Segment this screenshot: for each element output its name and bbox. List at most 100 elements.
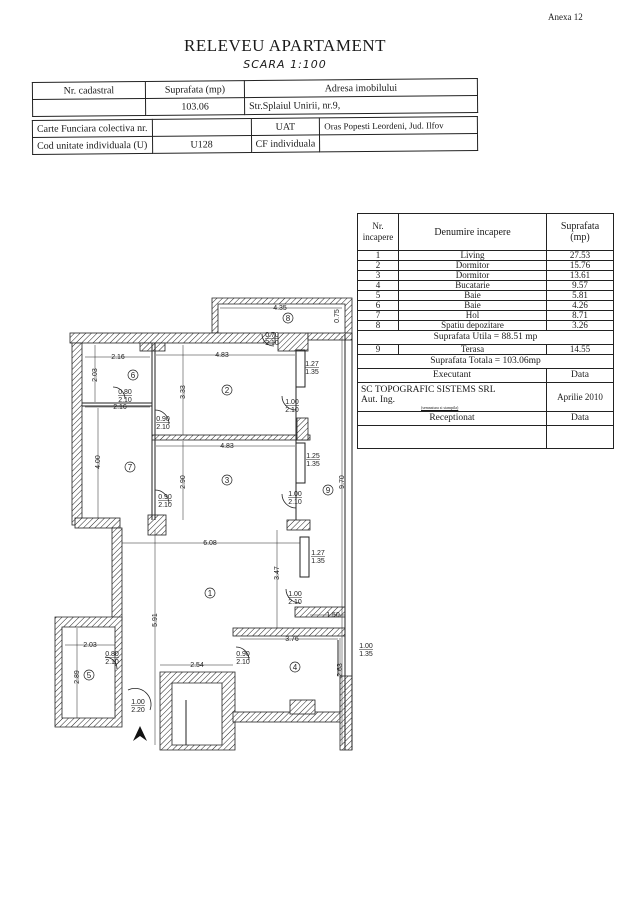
room-number-marker: 3	[221, 474, 233, 486]
room-number-marker: 2	[221, 384, 233, 396]
room-number: 7	[128, 463, 133, 472]
page-title: RELEVEU APARTAMENT	[184, 36, 386, 55]
room-numbers: 1 2 3 4 5 6 7 8 9	[83, 312, 334, 681]
walls	[54, 297, 353, 751]
room-circle	[221, 384, 233, 396]
opening-height: 1.35	[305, 369, 319, 376]
opening-height: 1.35	[311, 558, 325, 565]
room-number-marker: 9	[322, 484, 334, 496]
opening-width: 1.00	[359, 643, 373, 650]
north-arrow-icon	[133, 726, 147, 741]
opening-height: 2.10	[105, 659, 119, 666]
dim-label: 2.03	[92, 368, 99, 382]
room-number: 1	[208, 589, 213, 598]
room-circle	[83, 669, 95, 681]
room-number: 4	[293, 663, 298, 672]
opening-height: 2.10	[158, 502, 172, 509]
opening-width: 0.90	[156, 416, 170, 423]
opening-label: 0.902.10	[156, 416, 170, 431]
opening-label: 0.902.10	[236, 651, 250, 666]
opening-height: 2.10	[288, 499, 302, 506]
dim-label: 3.47	[274, 566, 281, 580]
opening-width: 1.27	[305, 361, 319, 368]
dimension-lines	[65, 307, 345, 745]
opening-height: 1.35	[306, 461, 320, 468]
opening-label: 1.002.20	[131, 699, 145, 714]
opening-label: 1.002.10	[288, 591, 302, 606]
opening-width: 1.27	[311, 550, 325, 557]
dim-label: 5.91	[152, 613, 159, 627]
opening-width: 0.80	[118, 389, 132, 396]
dimension-labels: 4.35 0.75 2.16 4.83 2.03 3.33 2.16 4.83 …	[74, 305, 346, 684]
dim-label: 4.83	[215, 352, 229, 359]
dim-label: 1.50	[326, 612, 340, 619]
room-circle	[124, 461, 136, 473]
opening-width: 0.90	[236, 651, 250, 658]
executant-cell: SC TOPOGRAFIC SISTEMS SRL Aut. Ing. (sem…	[357, 382, 547, 412]
room-number: 6	[131, 371, 136, 380]
opening-label: 0.702.10	[265, 332, 279, 347]
scale-label: SCARA 1:100	[243, 58, 327, 71]
opening-height: 2.10	[236, 659, 250, 666]
opening-width: 1.00	[285, 399, 299, 406]
opening-label: 1.271.35	[311, 550, 325, 565]
opening-width: 0.80	[105, 651, 119, 658]
room-circle	[204, 587, 216, 599]
dim-label: 0.75	[334, 309, 341, 323]
room-number-marker: 8	[282, 312, 294, 324]
room-number-marker: 5	[83, 669, 95, 681]
room-number: 5	[87, 671, 92, 680]
room-circle	[289, 661, 301, 673]
room-circle	[221, 474, 233, 486]
dim-label: 9.70	[339, 475, 346, 489]
room-number-marker: 1	[204, 587, 216, 599]
dim-label: 2.89	[74, 670, 81, 684]
dim-label: 4.35	[273, 305, 287, 312]
date-value: Aprilie 2010	[546, 382, 614, 412]
opening-height: 2.10	[265, 340, 279, 347]
room-number: 8	[286, 314, 291, 323]
opening-label: 1.002.10	[285, 399, 299, 414]
room-number: 3	[225, 476, 230, 485]
room-number: 9	[326, 486, 331, 495]
opening-label: 1.002.10	[288, 491, 302, 506]
dim-label: 4.00	[95, 455, 102, 469]
opening-width: 0.70	[265, 332, 279, 339]
executant-name: SC TOPOGRAFIC SISTEMS SRL	[361, 384, 496, 395]
dim-label: 2.16	[111, 354, 125, 361]
opening-width: 1.00	[288, 491, 302, 498]
opening-height: 1.35	[359, 651, 373, 658]
opening-label: 1.271.35	[305, 361, 319, 376]
opening-label: 0.902.10	[158, 494, 172, 509]
opening-width: 1.00	[288, 591, 302, 598]
annex-label: Anexa 12	[548, 12, 583, 22]
aut-ing: Aut. Ing.	[361, 394, 396, 405]
dim-label: 4.83	[220, 443, 234, 450]
thin-walls	[82, 334, 353, 750]
opening-height: 2.10	[288, 599, 302, 606]
dim-label: 2.16	[113, 404, 127, 411]
dim-label: 3.33	[180, 385, 187, 399]
opening-label: 0.802.10	[105, 651, 119, 666]
room-number-marker: 7	[124, 461, 136, 473]
opening-width: 1.25	[306, 453, 320, 460]
dim-label: 2.63	[337, 663, 344, 677]
col-area: Suprafata (mp)	[546, 213, 614, 251]
dim-label: 3.76	[285, 636, 299, 643]
opening-width: 1.00	[131, 699, 145, 706]
room-circle	[127, 369, 139, 381]
dim-label: 6.08	[203, 540, 217, 547]
opening-label: 0.802.10	[118, 389, 132, 404]
col-name: Denumire incapere	[398, 213, 547, 251]
dim-label: 2.03	[83, 642, 97, 649]
room-circle	[322, 484, 334, 496]
opening-height: 2.10	[156, 424, 170, 431]
receptionat-date	[546, 425, 614, 449]
door-swings	[104, 333, 301, 711]
opening-label: 1.001.35	[359, 643, 373, 658]
opening-height: 2.20	[131, 707, 145, 714]
room-number-marker: 6	[127, 369, 139, 381]
